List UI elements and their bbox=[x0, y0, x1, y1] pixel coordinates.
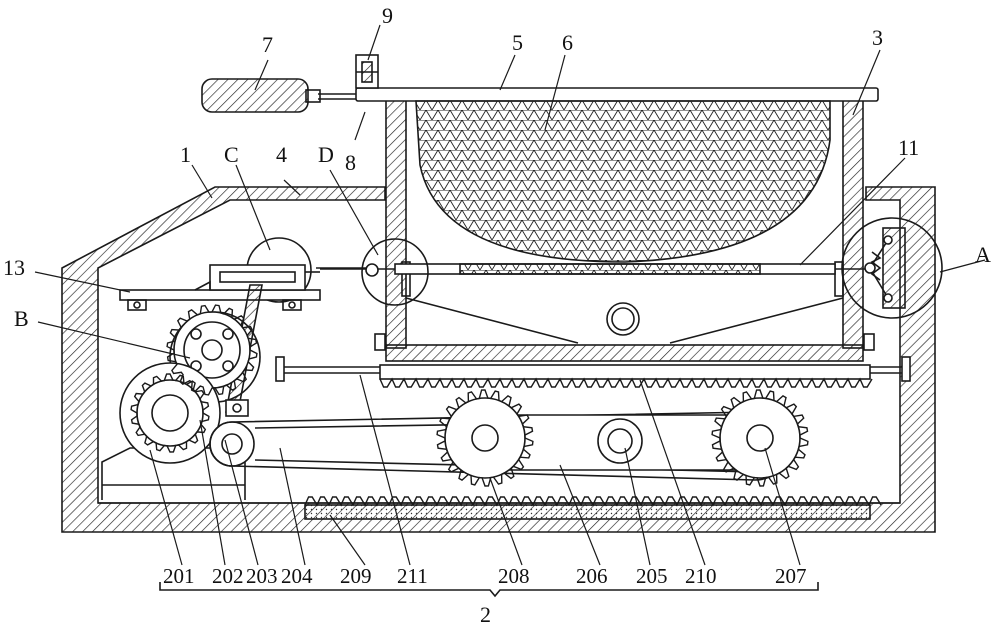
motor-base bbox=[101, 447, 246, 500]
lid-clip bbox=[355, 54, 379, 89]
handle bbox=[201, 78, 321, 113]
gear-teeth bbox=[130, 304, 882, 507]
label-204: 204 bbox=[281, 564, 313, 588]
gear-tooth-ring bbox=[436, 389, 534, 487]
label-202: 202 bbox=[212, 564, 244, 588]
part-labels: 7 9 5 6 3 8 1 C 4 D 11 A 13 B 201 202 20… bbox=[3, 3, 991, 627]
label-8: 8 bbox=[345, 150, 356, 175]
label-2: 2 bbox=[480, 602, 491, 627]
label-3: 3 bbox=[872, 25, 883, 50]
label-1: 1 bbox=[180, 142, 191, 167]
gear-201 bbox=[119, 362, 221, 464]
label-11: 11 bbox=[898, 135, 919, 160]
pulley-205 bbox=[597, 418, 643, 464]
screen-rod bbox=[320, 263, 870, 275]
bottom-rack bbox=[304, 504, 871, 520]
rack-teeth bbox=[379, 377, 873, 388]
label-207: 207 bbox=[775, 564, 807, 588]
label-201: 201 bbox=[163, 564, 195, 588]
label-206: 206 bbox=[576, 564, 608, 588]
detail-circle-d bbox=[361, 238, 429, 306]
rod-211 bbox=[275, 356, 911, 382]
label-210: 210 bbox=[685, 564, 717, 588]
label-203: 203 bbox=[246, 564, 278, 588]
label-205: 205 bbox=[636, 564, 668, 588]
label-13: 13 bbox=[3, 255, 25, 280]
label-a: A bbox=[975, 242, 991, 267]
label-b: B bbox=[14, 306, 29, 331]
label-4: 4 bbox=[276, 142, 287, 167]
gear-tooth-ring bbox=[130, 373, 210, 453]
label-211: 211 bbox=[397, 564, 428, 588]
label-5: 5 bbox=[512, 30, 523, 55]
leader-lines bbox=[34, 24, 986, 566]
label-brace bbox=[159, 582, 819, 598]
label-d: D bbox=[318, 142, 334, 167]
label-7: 7 bbox=[262, 32, 273, 57]
lid bbox=[318, 87, 879, 102]
rack-teeth bbox=[304, 496, 882, 507]
label-6: 6 bbox=[562, 30, 573, 55]
upper-rack-210 bbox=[379, 364, 871, 380]
label-9: 9 bbox=[382, 3, 393, 28]
label-209: 209 bbox=[340, 564, 372, 588]
label-c: C bbox=[224, 142, 239, 167]
mesh-basket bbox=[415, 100, 831, 263]
spring-mechanism bbox=[864, 227, 906, 309]
detail-circle-a bbox=[841, 217, 943, 319]
label-208: 208 bbox=[498, 564, 530, 588]
gear-tooth-ring bbox=[711, 389, 809, 487]
gear-tooth-ring bbox=[166, 304, 258, 396]
